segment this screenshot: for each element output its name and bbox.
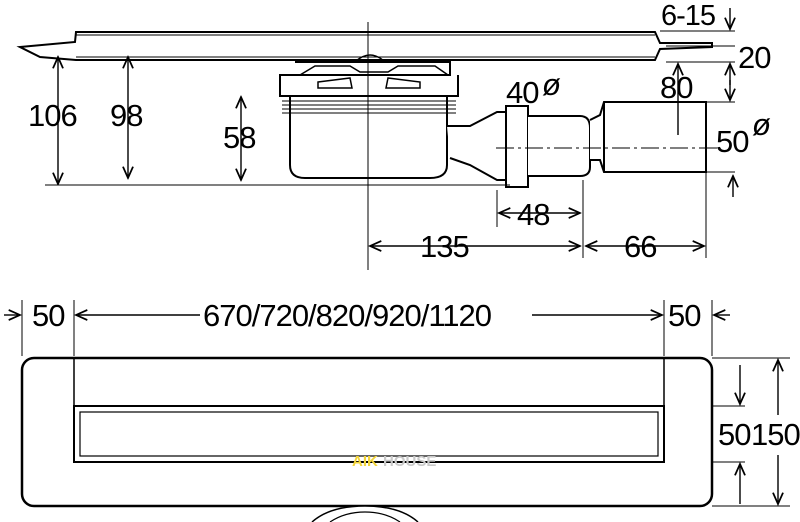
watermark-part-2: HOUSE	[383, 453, 436, 470]
side-view	[16, 8, 735, 270]
lengths-label: 670/720/820/920/1120	[203, 298, 492, 333]
adjust-range-label: 6-15	[661, 0, 715, 32]
edge-left-label: 50	[32, 298, 65, 333]
outlet-diameter-symbol: ø	[752, 107, 771, 142]
tray-outline	[20, 356, 714, 508]
cover-plate	[16, 31, 713, 61]
center-to-joint-label: 135	[420, 229, 469, 264]
inlet-diameter-label: 40	[506, 75, 539, 110]
trap-height-label: 58	[223, 120, 255, 155]
dimension-arrows	[58, 8, 733, 246]
edge-right-label: 50	[668, 298, 701, 333]
center-lines	[367, 22, 720, 270]
grate-slot	[73, 405, 665, 463]
inlet-diameter-symbol: ø	[542, 67, 561, 102]
outlet-glimpse	[311, 505, 419, 522]
side-view-labels: 6-15 20 106 98 58 40 ø 80 50 ø 48 135 66	[28, 0, 772, 264]
plan-view-labels: 50 670/720/820/920/1120 50 50 150	[32, 298, 800, 452]
outlet-diameter-label: 50	[716, 124, 749, 159]
watermark-part-1: AIK	[352, 453, 378, 470]
inlet-length-label: 48	[517, 197, 549, 232]
total-width-label: 150	[751, 417, 800, 452]
outlet-length-label: 66	[624, 229, 656, 264]
body-height-label: 98	[110, 98, 142, 133]
extension-lines	[45, 30, 735, 258]
channel-width-label: 50	[718, 417, 751, 452]
trap-body	[279, 54, 459, 179]
outlet-pipe	[447, 101, 707, 188]
outlet-height-label: 80	[660, 70, 693, 105]
plan-view	[4, 300, 790, 522]
top-offset-label: 20	[738, 40, 771, 75]
total-height-label: 106	[28, 98, 77, 133]
watermark-logo: AIK HOUSE	[352, 453, 436, 470]
